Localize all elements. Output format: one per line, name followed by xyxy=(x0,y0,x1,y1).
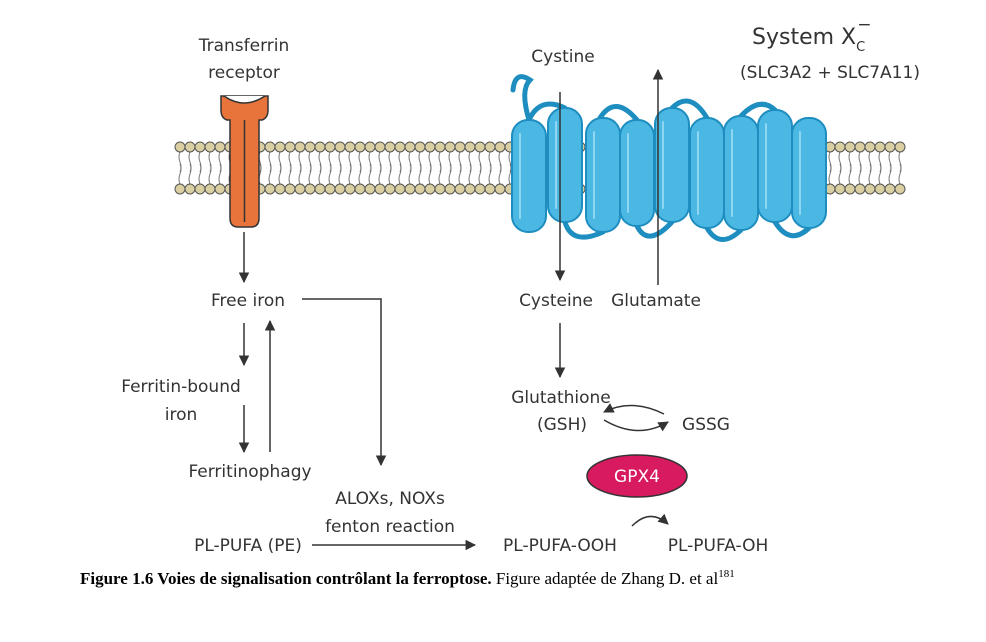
system-xc-transporter-icon xyxy=(510,74,827,242)
system-xc-genes: (SLC3A2 + SLC7A11) xyxy=(740,63,920,83)
arrow-ooh-to-oh xyxy=(631,513,669,527)
ferritinophagy-label: Ferritinophagy xyxy=(188,462,311,482)
glutathione-label-line1: Glutathione xyxy=(511,388,611,408)
pl-pufa-label: PL-PUFA (PE) xyxy=(194,536,302,556)
gpx4-enzyme: GPX4 xyxy=(586,454,688,498)
enzymes-label-line1: ALOXs, NOXs xyxy=(335,489,445,509)
system-xc-title: System XC− xyxy=(752,15,871,55)
arrow-gssg-to-gsh xyxy=(603,403,665,415)
transferrin-receptor-label-line2: receptor xyxy=(208,63,280,83)
enzymes-label-line2: fenton reaction xyxy=(325,517,455,537)
figure-caption: Figure 1.6 Voies de signalisation contrô… xyxy=(80,568,735,588)
ferritin-bound-label-line2: iron xyxy=(165,405,198,425)
gssg-label: GSSG xyxy=(682,415,730,435)
pl-pufa-ooh-label: PL-PUFA-OOH xyxy=(503,536,617,556)
transferrin-receptor-label-line1: Transferrin xyxy=(198,36,290,56)
cysteine-label: Cysteine xyxy=(519,291,593,311)
ferritin-bound-label-line1: Ferritin-bound xyxy=(121,377,241,397)
arrow-gsh-to-gssg xyxy=(603,419,669,432)
pl-pufa-oh-label: PL-PUFA-OH xyxy=(668,536,769,556)
pathway-arrows xyxy=(238,68,669,551)
arrow-free-iron-to-enzymes xyxy=(302,298,387,467)
glutamate-label: Glutamate xyxy=(611,291,701,311)
free-iron-label: Free iron xyxy=(211,291,285,311)
glutathione-label-line2: (GSH) xyxy=(537,415,587,435)
transferrin-receptor-icon xyxy=(220,95,269,228)
gpx4-label: GPX4 xyxy=(614,467,660,487)
cystine-label: Cystine xyxy=(531,47,594,67)
